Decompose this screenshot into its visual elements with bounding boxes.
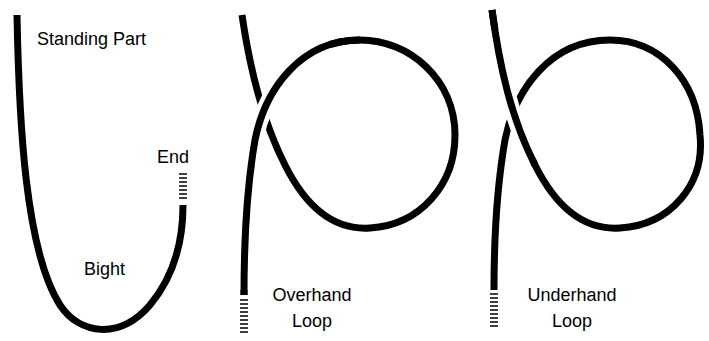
part-label: Standing Part <box>37 26 146 52</box>
rope-end-hatch <box>240 300 248 332</box>
rope-over-strand <box>492 10 535 165</box>
rope-bight <box>17 15 183 329</box>
rope-over-strand <box>244 40 360 295</box>
rope-underhand-loop <box>492 10 700 290</box>
loop-label: Underhand Loop <box>517 282 627 334</box>
rope-end-hatch <box>490 294 498 326</box>
rope-crossing-gap <box>244 44 330 290</box>
part-label: Bight <box>84 256 125 282</box>
part-label: End <box>157 144 189 170</box>
rope-overhand-loop <box>242 15 455 295</box>
rope-end-hatch <box>179 174 187 198</box>
loop-label: Overhand Loop <box>262 282 362 334</box>
